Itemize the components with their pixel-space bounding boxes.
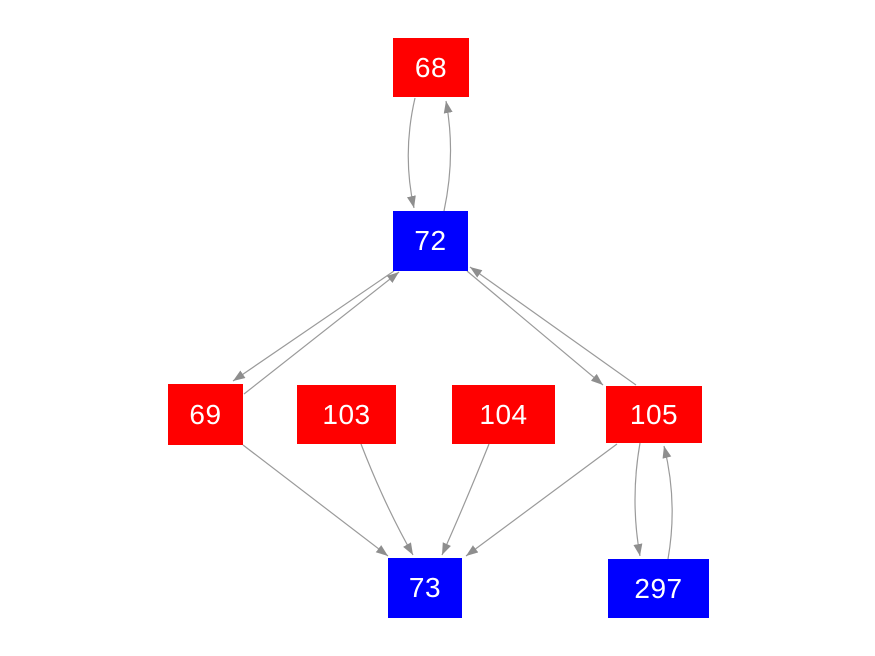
graph-node-73: 73 <box>388 558 462 618</box>
graph-node-297: 297 <box>608 559 709 618</box>
graph-node-72: 72 <box>393 211 468 271</box>
graph-node-69: 69 <box>168 384 243 445</box>
graph-node-103: 103 <box>297 385 396 444</box>
graph-node-104: 104 <box>452 385 555 444</box>
graph-node-105: 105 <box>606 386 702 443</box>
graph-node-68: 68 <box>393 38 469 97</box>
